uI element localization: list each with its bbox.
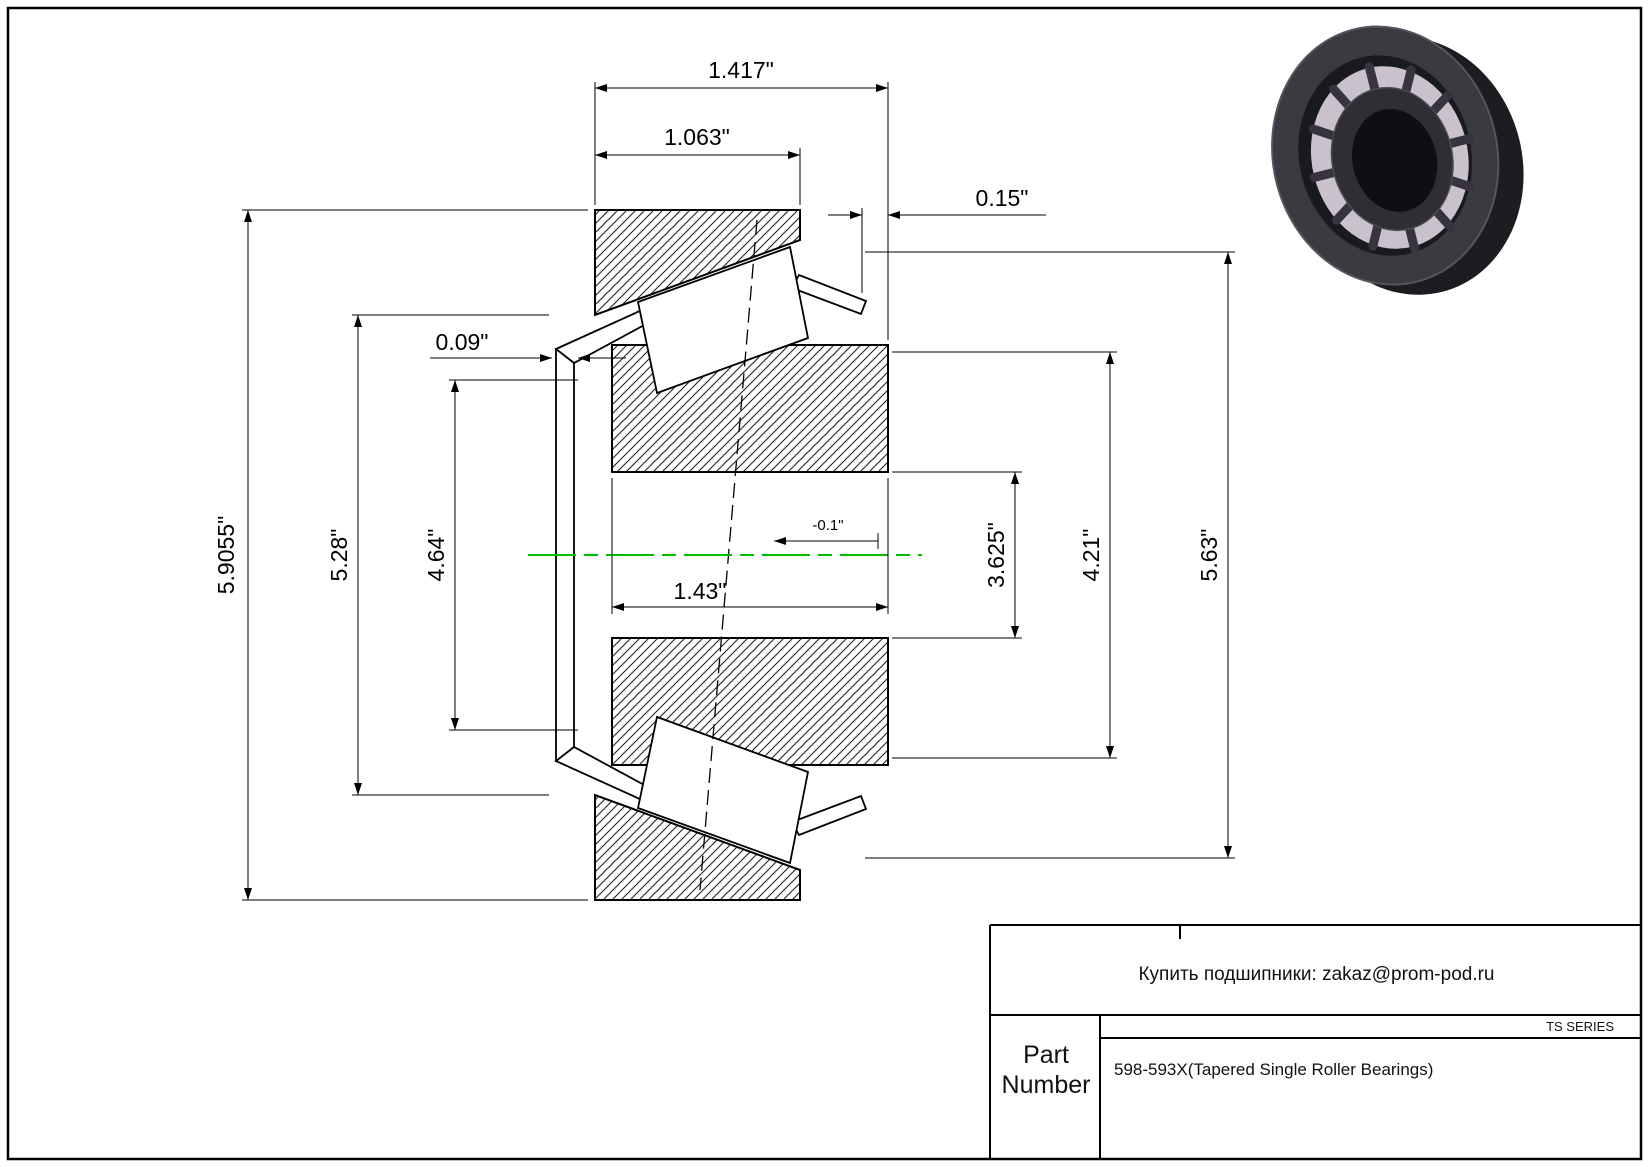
dimension-cone-race-diameter: 4.21" [892, 351, 1117, 759]
dimension-offset: -0.1" [774, 517, 879, 549]
dim-cup-race-label: 5.28" [326, 529, 352, 582]
dim-cup-width-label: 1.063" [664, 124, 730, 150]
bearing-3d-image [1271, 25, 1524, 295]
dimension-cage-thickness: 0.09" [430, 329, 626, 362]
dim-cage-thickness-label: 0.09" [436, 329, 489, 355]
dimension-cone-rib-diameter: 4.64" [423, 379, 578, 731]
title-block-borders [989, 924, 1641, 1159]
dimension-cup-race-diameter: 5.28" [326, 314, 549, 796]
dim-standout-label: 0.15" [976, 185, 1029, 211]
dimension-cone-width: 1.43" [611, 478, 889, 614]
cup-bottom-section [594, 793, 801, 901]
dim-bore-label: 3.625" [983, 522, 1009, 588]
dimension-cage-diameter: 5.63" [865, 251, 1235, 859]
dim-cup-od-label: 5.9055" [213, 516, 239, 595]
dim-overall-width-label: 1.417" [708, 57, 774, 83]
cage-bars [1309, 62, 1475, 254]
dimension-cup-width: 1.063" [595, 124, 801, 205]
part-number-label: Part Number [1001, 1041, 1091, 1099]
part-number-value: 598-593X(Tapered Single Roller Bearings) [1114, 1060, 1434, 1079]
dim-cage-diameter-label: 5.63" [1196, 529, 1222, 582]
dim-cone-width-label: 1.43" [674, 578, 727, 604]
dimension-cup-od: 5.9055" [213, 209, 588, 901]
sheet-border [6, 6, 1643, 1161]
dim-offset-label: -0.1" [812, 517, 843, 534]
series-label: TS SERIES [1546, 1019, 1614, 1034]
roller-bottom [636, 715, 810, 865]
dimension-standout: 0.15" [828, 185, 1046, 293]
dim-cone-race-label: 4.21" [1078, 529, 1104, 582]
roller-top [636, 245, 810, 395]
cup-top-section [594, 209, 801, 317]
purchase-note: Купить подшипники: zakaz@prom-pod.ru [1138, 964, 1495, 985]
dim-cone-rib-label: 4.64" [423, 529, 449, 582]
dimension-overall-width: 1.417" [594, 57, 889, 340]
dimension-bore: 3.625" [892, 471, 1022, 639]
